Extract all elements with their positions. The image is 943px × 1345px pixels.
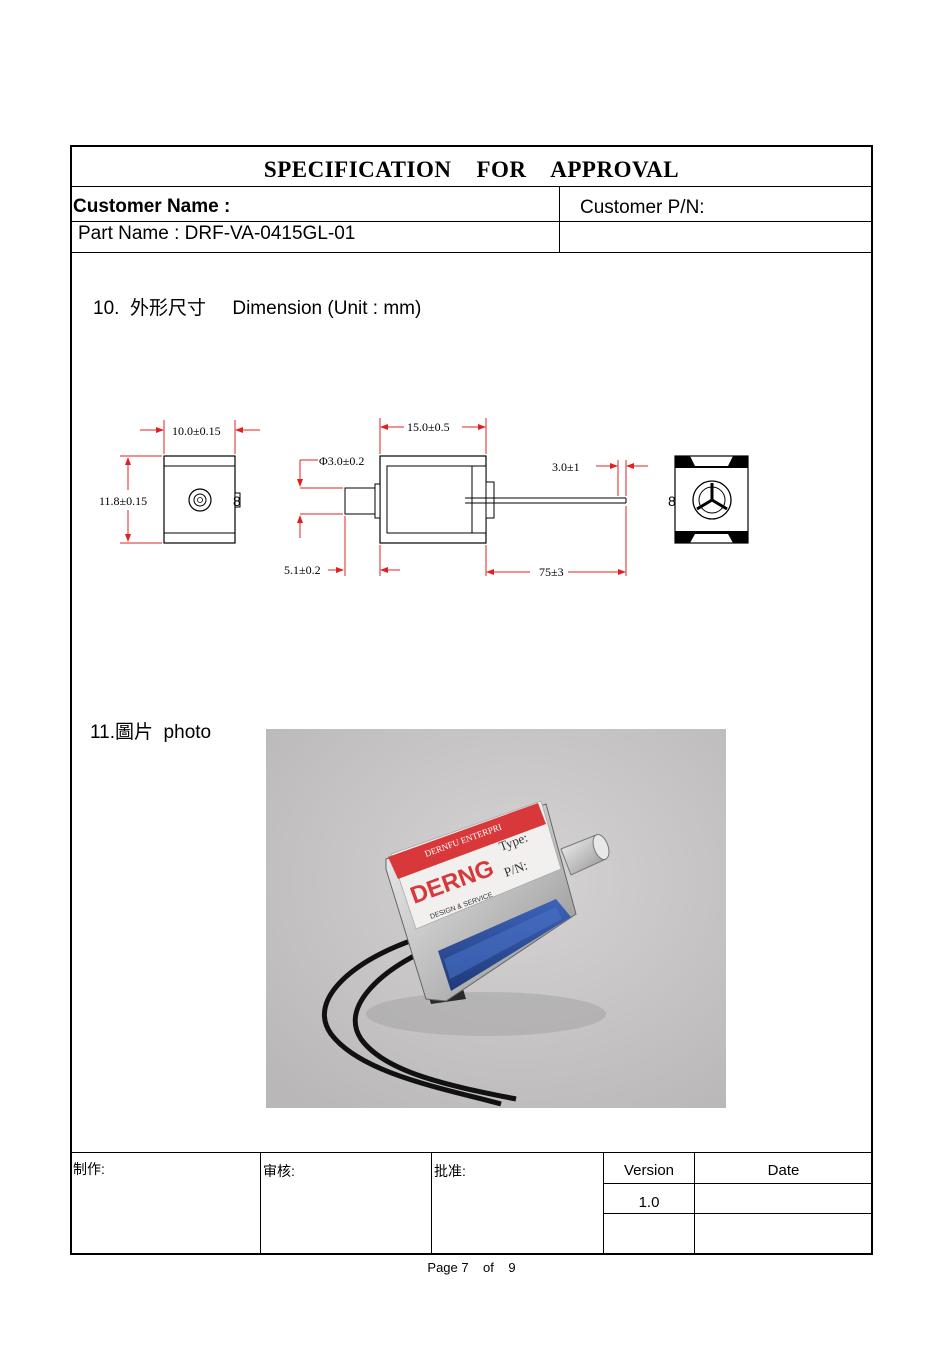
plunger-diameter-dimension: Φ3.0±0.2 bbox=[297, 454, 364, 538]
body-length-label: 15.0±0.5 bbox=[407, 420, 450, 434]
approved-by-label: 批准: bbox=[434, 1163, 466, 1179]
dimension-heading: 10. 外形尺寸 Dimension (Unit : mm) bbox=[93, 298, 422, 319]
made-by-label: 制作: bbox=[73, 1161, 105, 1177]
width-dimension: 10.0±0.15 bbox=[140, 420, 260, 454]
end-mark: 8 bbox=[668, 493, 676, 509]
divider bbox=[431, 1153, 432, 1254]
divider bbox=[71, 252, 872, 253]
front-view bbox=[163, 455, 241, 544]
part-name: Part Name : DRF-VA-0415GL-01 bbox=[78, 223, 356, 244]
divider bbox=[71, 221, 872, 222]
wire-length-dimension: 75±3 bbox=[485, 506, 627, 579]
reviewed-by-label: 审核: bbox=[263, 1163, 295, 1179]
wire-spacing-dimension: 3.0±1 bbox=[552, 460, 648, 496]
body-length-dimension: 15.0±0.5 bbox=[379, 418, 487, 454]
product-photo: DERNFU ENTERPRI DERNG DESIGN & SERVICE T… bbox=[266, 729, 726, 1108]
version-label: Version bbox=[623, 1162, 675, 1179]
divider bbox=[604, 1213, 872, 1214]
customer-pn-label: Customer P/N: bbox=[580, 197, 705, 218]
page-number: Page 7 of 9 bbox=[427, 1260, 516, 1275]
page-title: SPECIFICATION FOR APPROVAL bbox=[263, 157, 680, 182]
divider bbox=[559, 187, 560, 252]
end-view: 8 8 bbox=[233, 455, 749, 544]
height-dimension: 11.8±0.15 bbox=[99, 455, 162, 544]
version-value: 1.0 bbox=[638, 1194, 660, 1211]
divider bbox=[71, 186, 872, 187]
wire-spacing-label: 3.0±1 bbox=[552, 460, 580, 474]
plunger-extension-label: 5.1±0.2 bbox=[284, 563, 321, 577]
front-mark: 8 bbox=[233, 493, 241, 509]
height-label: 11.8±0.15 bbox=[99, 494, 147, 508]
photo-heading: 11.圖片 photo bbox=[90, 722, 212, 743]
plunger-diameter-label: Φ3.0±0.2 bbox=[319, 454, 364, 468]
divider bbox=[260, 1153, 261, 1254]
dimension-drawing: 10.0±0.15 11.8±0.15 15. bbox=[99, 418, 749, 579]
plunger-extension-dimension: 5.1±0.2 bbox=[284, 516, 400, 577]
width-label: 10.0±0.15 bbox=[172, 424, 221, 438]
divider bbox=[71, 1152, 872, 1153]
wire-length-label: 75±3 bbox=[539, 565, 564, 579]
divider bbox=[603, 1153, 604, 1254]
divider bbox=[694, 1153, 695, 1254]
side-view bbox=[344, 455, 627, 544]
spec-frame bbox=[70, 145, 873, 1255]
customer-name-label: Customer Name : bbox=[73, 196, 231, 217]
divider bbox=[604, 1183, 872, 1184]
date-label: Date bbox=[767, 1162, 800, 1179]
